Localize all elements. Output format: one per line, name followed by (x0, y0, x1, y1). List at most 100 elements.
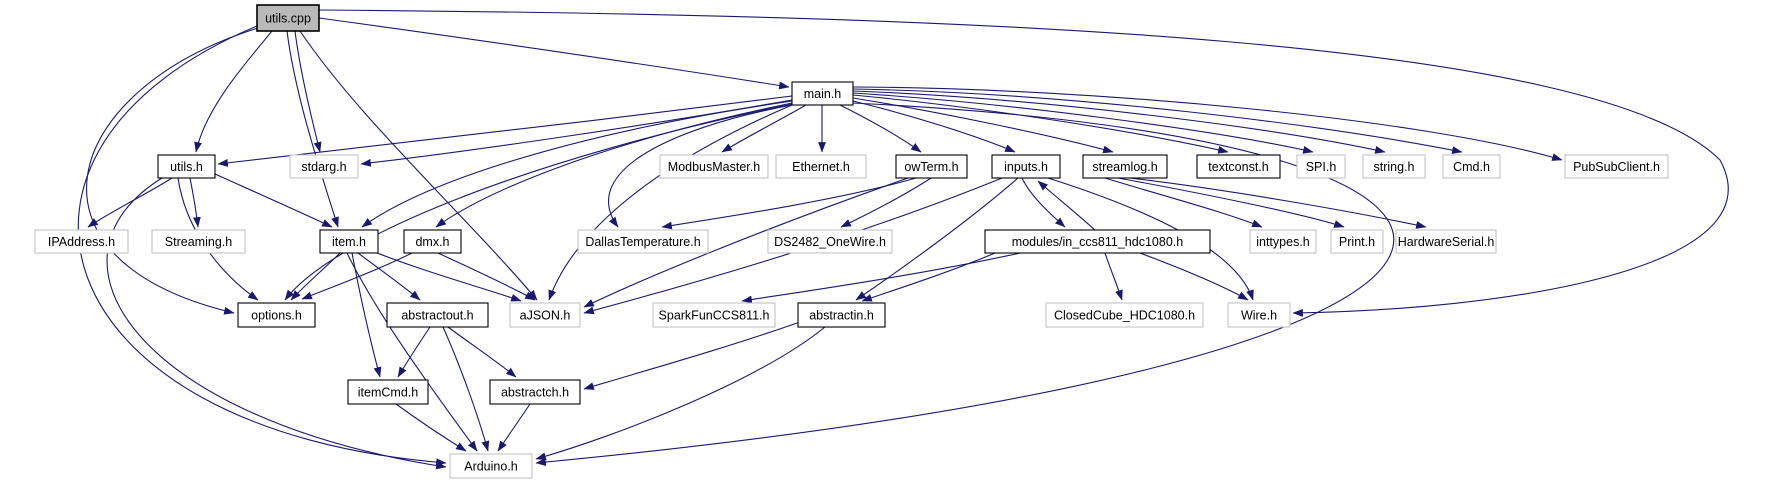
node-box-hwserial (1395, 229, 1497, 254)
edge-inputs-to-abstractin (855, 177, 1019, 301)
node-box-inputs (991, 154, 1061, 179)
edge-modules-to-closedcube (1104, 252, 1123, 301)
node-box-utils_cpp (256, 4, 320, 32)
node-label-closedcube: ClosedCube_HDC1080.h (1054, 309, 1195, 323)
node-label-wire: Wire.h (1241, 309, 1277, 323)
edge-item-to-abstractout (357, 252, 421, 301)
edges-layer (77, 9, 1729, 470)
node-label-streaming: Streaming.h (165, 235, 232, 249)
edge-modules-to-wire (1139, 252, 1249, 301)
node-label-abstractch: abstractch.h (501, 386, 569, 400)
node-label-cmd: Cmd.h (1453, 160, 1490, 174)
node-box-streamlog (1082, 154, 1168, 179)
node-box-wire (1227, 302, 1291, 328)
node-label-spi: SPI.h (1306, 160, 1337, 174)
node-label-itemcmd: itemCmd.h (358, 386, 418, 400)
node-box-ds2482 (767, 229, 893, 254)
node-label-ethernet: Ethernet.h (792, 160, 850, 174)
node-main_h[interactable]: main.h (791, 81, 854, 106)
node-spi: SPI.h (1296, 154, 1346, 179)
node-box-abstractout (386, 302, 489, 328)
edge-main_h-to-utils_h (217, 95, 793, 167)
node-box-inttypes (1249, 229, 1317, 254)
node-streamlog[interactable]: streamlog.h (1082, 154, 1168, 179)
node-label-utils_cpp: utils.cpp (265, 12, 311, 26)
edge-main_h-to-stdarg_h (360, 99, 793, 167)
node-abstractin[interactable]: abstractin.h (797, 302, 886, 328)
edge-main_h-to-item (361, 100, 793, 228)
edge-abstractout-to-abstractch (447, 326, 517, 378)
edge-main_h-to-spi (852, 92, 1314, 154)
node-label-pubsub: PubSubClient.h (1573, 160, 1660, 174)
node-label-abstractout: abstractout.h (401, 309, 473, 323)
node-ds2482: DS2482_OneWire.h (767, 229, 893, 254)
edge-modules-to-sparkfun (741, 252, 1021, 304)
edge-abstractin-to-arduino (535, 326, 826, 461)
edge-modules-to-inputs (1037, 180, 1096, 231)
node-utils_h[interactable]: utils.h (157, 154, 216, 179)
node-label-ds2482: DS2482_OneWire.h (774, 235, 886, 249)
node-box-textconst (1196, 154, 1281, 179)
node-sparkfun: SparkFunCCS811.h (652, 302, 776, 328)
node-box-ipaddress (34, 229, 129, 254)
edge-abstractout-to-itemcmd (397, 326, 431, 378)
node-inputs[interactable]: inputs.h (991, 154, 1061, 179)
node-box-ethernet (775, 154, 867, 179)
edge-utils_cpp-to-wire (318, 9, 1729, 317)
edge-utils_h-to-ipaddress (87, 177, 173, 228)
edge-utils_h-to-item (214, 173, 333, 228)
node-abstractout[interactable]: abstractout.h (386, 302, 489, 328)
edge-inputs-to-ajson (583, 177, 1003, 315)
node-box-abstractch (489, 379, 581, 405)
edge-inputs-to-modules (1021, 177, 1066, 228)
node-cmd: Cmd.h (1442, 154, 1501, 179)
edge-owterm-to-ajson (583, 177, 909, 308)
edge-main_h-to-inputs (852, 100, 1016, 153)
node-ethernet: Ethernet.h (775, 154, 867, 179)
node-pubsub: PubSubClient.h (1564, 154, 1669, 179)
node-box-pubsub (1564, 154, 1669, 179)
node-label-inttypes: inttypes.h (1256, 235, 1310, 249)
node-modules[interactable]: modules/in_ccs811_hdc1080.h (984, 229, 1211, 254)
node-abstractch[interactable]: abstractch.h (489, 379, 581, 405)
node-item[interactable]: item.h (319, 229, 379, 254)
node-dmx[interactable]: dmx.h (403, 229, 462, 254)
node-label-stdarg_h: stdarg.h (301, 160, 346, 174)
node-box-main_h (791, 81, 854, 106)
edge-main_h-to-streamlog (852, 97, 1114, 154)
node-label-ipaddress: IPAddress.h (48, 235, 115, 249)
node-label-textconst: textconst.h (1208, 160, 1268, 174)
node-label-options: options.h (251, 309, 302, 323)
node-label-main_h: main.h (804, 87, 842, 101)
node-box-modules (984, 229, 1211, 254)
edge-dmx-to-options (301, 252, 413, 300)
node-options[interactable]: options.h (237, 302, 316, 328)
nodes-layer: utils.cpp main.h utils.h stdarg.h ModbusMast… (34, 4, 1669, 479)
node-label-arduino: Arduino.h (464, 460, 518, 474)
edge-owterm-to-ds2482 (840, 177, 932, 228)
edge-main_h-to-cmd (852, 88, 1463, 154)
edge-utils_cpp-to-utils_h (194, 30, 273, 153)
node-label-utils_h: utils.h (170, 160, 203, 174)
node-label-modules: modules/in_ccs811_hdc1080.h (1012, 235, 1183, 249)
node-inttypes: inttypes.h (1249, 229, 1317, 254)
edge-itemcmd-to-arduino (395, 403, 467, 452)
node-label-ajson: aJSON.h (520, 309, 571, 323)
edge-utils_cpp-to-item (286, 30, 339, 228)
node-box-utils_h (157, 154, 216, 179)
node-box-abstractin (797, 302, 886, 328)
node-label-modbus: ModbusMaster.h (668, 160, 760, 174)
node-textconst[interactable]: textconst.h (1196, 154, 1281, 179)
node-box-string_h (1362, 154, 1426, 179)
node-label-string_h: string.h (1374, 160, 1415, 174)
node-owterm[interactable]: owTerm.h (895, 154, 968, 179)
edge-main_h-to-pubsub (852, 86, 1563, 161)
node-label-print: Print.h (1339, 235, 1375, 249)
node-box-options (237, 302, 316, 328)
node-print: Print.h (1330, 229, 1384, 254)
node-closedcube: ClosedCube_HDC1080.h (1045, 302, 1204, 328)
node-stdarg_h: stdarg.h (289, 154, 359, 179)
node-box-ajson (509, 302, 581, 328)
node-itemcmd[interactable]: itemCmd.h (347, 379, 429, 405)
